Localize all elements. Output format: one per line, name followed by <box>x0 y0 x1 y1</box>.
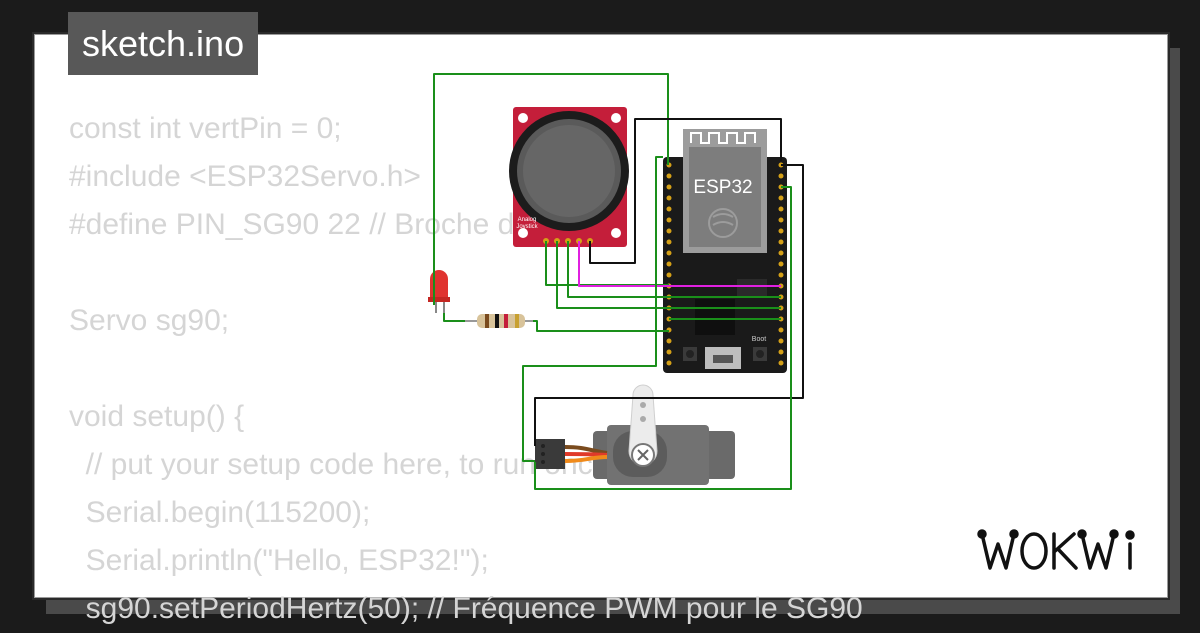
resistor[interactable] <box>465 314 533 328</box>
preview-card[interactable]: const int vertPin = 0; #include <ESP32Ser… <box>34 34 1168 625</box>
code-line: // put your setup code here, to run once… <box>69 448 618 481</box>
code-line: sg90.setPeriodHertz(50); // Fréquence PW… <box>69 592 863 625</box>
code-line: void setup() { <box>69 400 245 433</box>
code-line: Serial.begin(115200); <box>69 496 371 529</box>
code-preview: const int vertPin = 0; #include <ESP32Ser… <box>69 105 863 633</box>
circuit-diagram: ESP32 Boot <box>428 73 804 490</box>
analog-joystick[interactable]: Analog Joystick <box>509 107 629 247</box>
sg90-servo[interactable] <box>535 384 735 485</box>
joystick-label-2: Joystick <box>516 224 538 230</box>
boot-label: Boot <box>752 336 766 343</box>
code-line: Serial.println("Hello, ESP32!"); <box>69 544 489 577</box>
sketch-title: sketch.ino <box>68 12 259 75</box>
code-line: Servo sg90; <box>69 304 230 337</box>
esp32-board[interactable]: ESP32 Boot <box>663 129 787 373</box>
code-line: const int vertPin = 0; <box>69 112 342 145</box>
esp32-label: ESP32 <box>693 177 752 198</box>
code-line: #include <ESP32Servo.h> <box>69 160 421 193</box>
wokwi-logo <box>977 529 1135 570</box>
red-led[interactable] <box>428 270 450 317</box>
joystick-label-1: Analog <box>518 217 537 223</box>
esp32-pins-right <box>778 162 784 366</box>
wires <box>433 73 804 490</box>
